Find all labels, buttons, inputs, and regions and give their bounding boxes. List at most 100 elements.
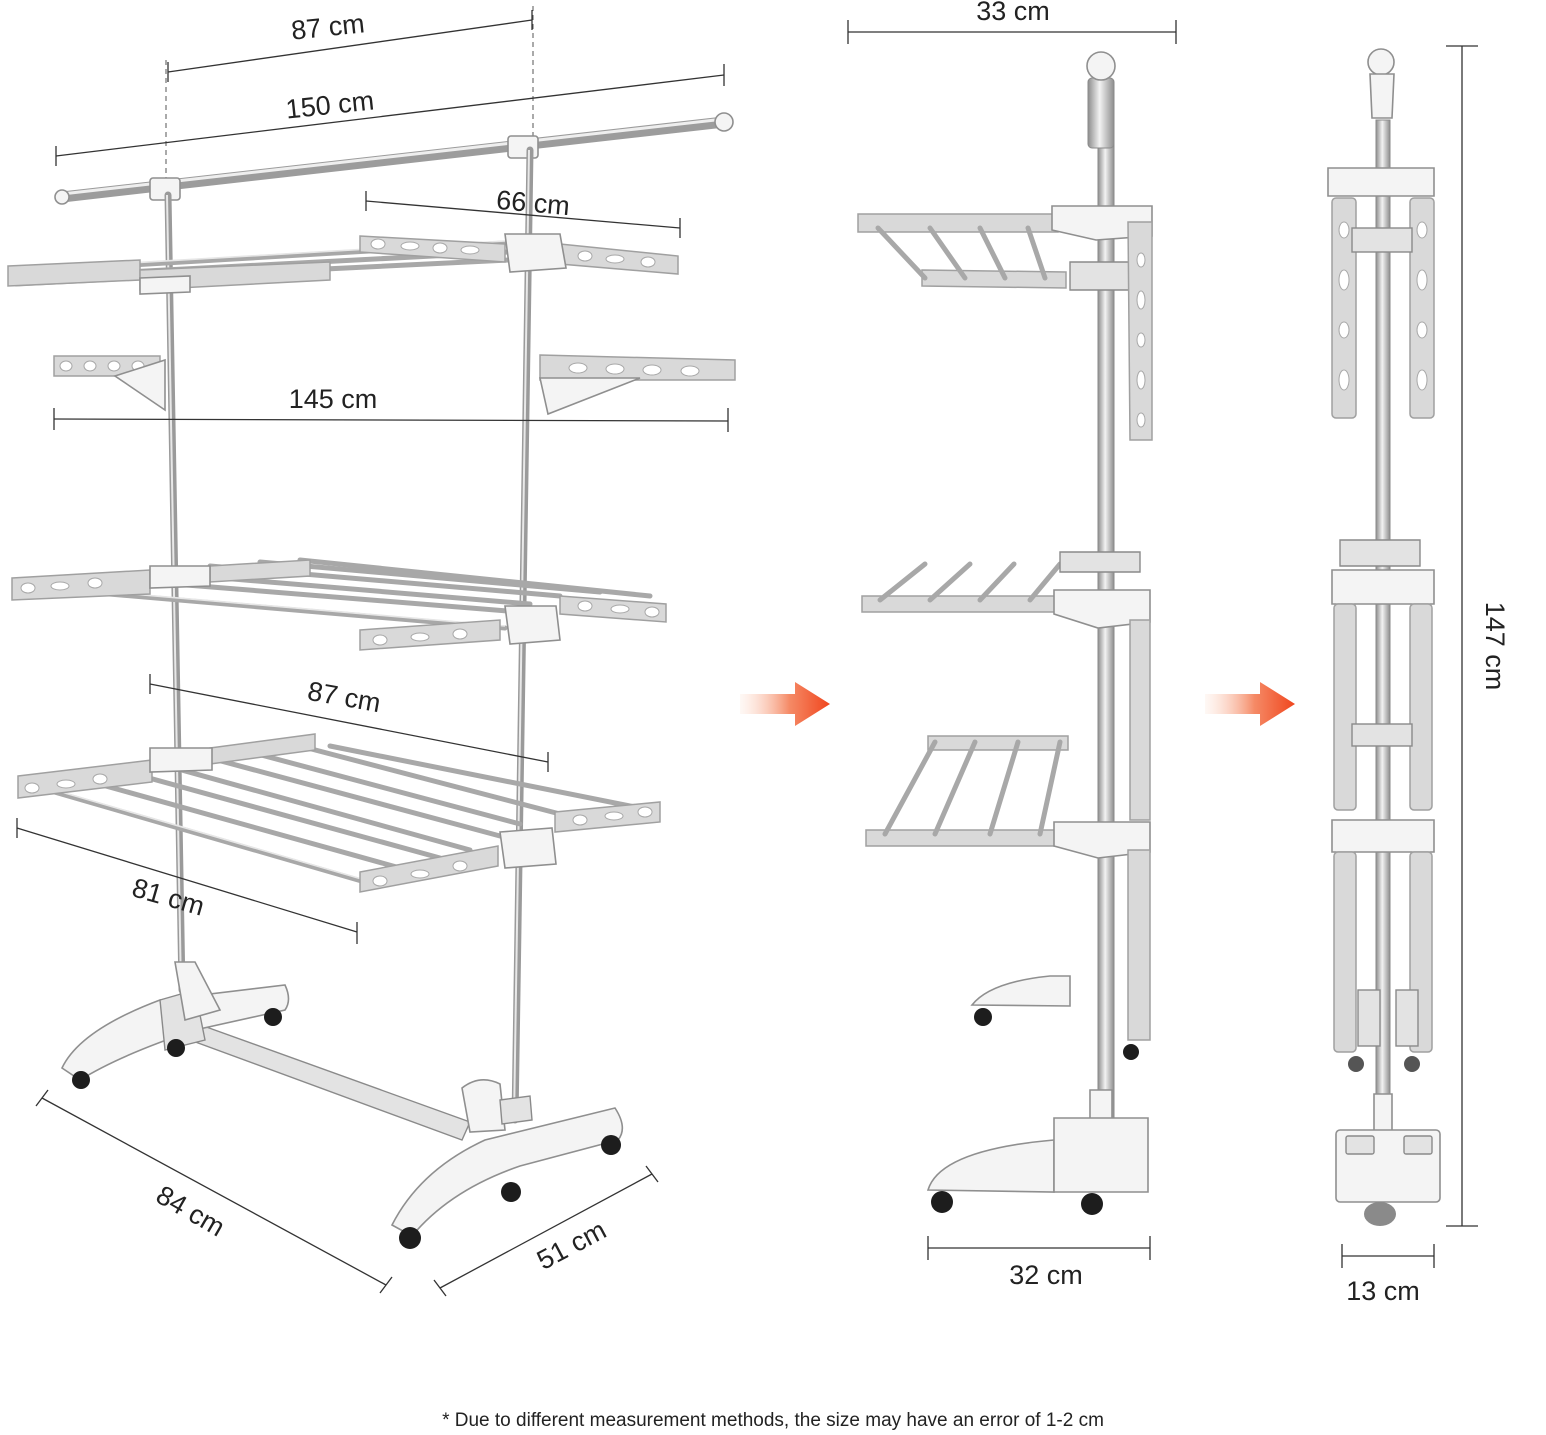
dim-label-wing: 66 cm [495, 185, 571, 221]
left-wing-support [113, 358, 166, 412]
semi-bottom-folded-arm [1127, 849, 1151, 1041]
middle-shelf-hinge-left [149, 565, 211, 589]
top-wing-inner-bar [359, 235, 506, 263]
bottom-shelf-back-bar [209, 733, 316, 765]
dim-label-semi-base: 32 cm [1009, 1260, 1083, 1290]
folded-rack: 147 cm 13 cm [1327, 45, 1510, 1306]
folded-top-hinge [1327, 167, 1435, 197]
right-base-clamp [499, 1095, 533, 1125]
caster-wheel [501, 1182, 521, 1202]
measurement-footnote: * Due to different measurement methods, … [442, 1410, 1104, 1431]
folded-pole-foot-joint [1373, 1093, 1393, 1133]
folded-lower-hinge [1331, 819, 1435, 853]
semi-bottom-hinge [1053, 821, 1151, 859]
side-wing-brackets [53, 354, 736, 416]
top-rod-connector [507, 135, 539, 159]
caster-wheels [72, 1008, 621, 1249]
right-base-foot [390, 1107, 624, 1238]
folded-foot-right [1395, 989, 1419, 1047]
caster-wheel [601, 1135, 621, 1155]
bottom-shelf [17, 733, 661, 893]
semi-top-shelf-rods [875, 225, 1048, 281]
semi-top-folded-arm [1127, 221, 1153, 441]
middle-shelf-holes [20, 577, 468, 646]
folded-foot-left [1357, 989, 1381, 1047]
folded-top-knob [1367, 48, 1395, 76]
semi-top-shelf-bar [921, 269, 1067, 289]
semi-middle-folded-arm [1129, 619, 1151, 821]
folded-top-arm-right [1409, 197, 1435, 419]
middle-shelf-back-bar [209, 559, 311, 583]
semi-bottom-shelf-bar [927, 735, 1069, 751]
bottom-shelf-rods [17, 743, 653, 885]
semi-folded-top-knob [1086, 51, 1116, 81]
folded-middle-clip-2 [1351, 723, 1413, 747]
folded-lower-arm-left [1333, 851, 1357, 1053]
dim-label-wings-open: 145 cm [289, 384, 378, 414]
semi-front-base-block [1053, 1117, 1149, 1193]
caster-wheel [1348, 1056, 1364, 1072]
semi-bottom-shelf-rods [882, 739, 1063, 837]
top-rod-end-cap [54, 189, 70, 205]
drying-rack-dimension-diagram: 87 cm 150 cm 66 cm 145 cm 87 cm 81 cm 84… [7, 0, 1510, 1306]
base-crossbar [189, 1023, 471, 1141]
dim-label-base-length: 84 cm [151, 1180, 230, 1243]
dim-label-shelf-depth: 87 cm [305, 676, 383, 718]
middle-shelf [11, 557, 667, 651]
caster-wheel [399, 1227, 421, 1249]
top-wing-holes [370, 238, 480, 255]
right-wing-support [539, 377, 641, 416]
bottom-shelf-left-bar [17, 759, 153, 799]
middle-shelf-left-bar [11, 569, 151, 601]
top-shelf-hinge-right [504, 233, 567, 273]
folded-base-detail [1345, 1135, 1375, 1155]
semi-bottom-shelf-bar [865, 829, 1061, 847]
semi-top-hinge [1051, 205, 1153, 241]
folded-middle-arm-right [1409, 603, 1433, 811]
dim-label-semi-top: 33 cm [976, 0, 1050, 26]
caster-wheel [1404, 1056, 1420, 1072]
caster-wheel [72, 1071, 90, 1089]
top-shelf-left-bar [7, 259, 141, 287]
middle-shelf-hinge-right [504, 605, 561, 645]
folded-middle-arm-left [1333, 603, 1357, 811]
caster-wheel [1364, 1202, 1396, 1226]
folded-middle-clip [1339, 539, 1421, 567]
top-shelf [7, 233, 679, 295]
caster-wheel [1081, 1193, 1103, 1215]
semi-back-foot [970, 975, 1071, 1007]
semi-middle-hinge [1053, 589, 1151, 629]
right-arrow-icon [1205, 682, 1295, 726]
caster-wheel [264, 1008, 282, 1026]
bottom-shelf-hinge-left [149, 747, 213, 773]
dim-label-folded-width: 13 cm [1346, 1276, 1420, 1306]
dimension-lines-expanded [16, 10, 729, 1297]
top-shelf-hinge-left [139, 275, 191, 295]
semi-middle-shelf-rods [877, 561, 1063, 603]
semi-front-foot [926, 1139, 1055, 1193]
semi-middle-clip [1059, 551, 1141, 573]
bottom-shelf-front-bar [359, 845, 499, 893]
top-wing-outer-holes [577, 250, 656, 268]
folded-top-arm-holes [1338, 221, 1428, 391]
dim-label-top-span: 87 cm [290, 8, 366, 46]
pole-highlight [166, 194, 182, 991]
right-base-hinge [461, 1079, 506, 1133]
caster-wheel [974, 1008, 992, 1026]
folded-top-clip [1351, 227, 1413, 253]
caster-wheel [931, 1191, 953, 1213]
right-arrow-icon [740, 682, 830, 726]
folded-base-detail [1403, 1135, 1433, 1155]
left-base-hinge [174, 961, 222, 1022]
folded-top-neck [1369, 73, 1395, 119]
folded-top-arm-left [1331, 197, 1357, 419]
top-rod-end-cap [714, 112, 734, 132]
dim-label-base-depth: 51 cm [532, 1215, 611, 1276]
middle-shelf-front-bar [359, 619, 501, 651]
expanded-base [60, 961, 624, 1249]
semi-folded-rack: 33 cm 32 cm [847, 0, 1177, 1290]
dim-label-shelf-width: 81 cm [129, 872, 208, 921]
semi-top-arm-holes [1136, 252, 1146, 428]
caster-wheel [1123, 1044, 1139, 1060]
expanded-rack: 87 cm 150 cm 66 cm 145 cm 87 cm 81 cm 84… [7, 6, 736, 1297]
